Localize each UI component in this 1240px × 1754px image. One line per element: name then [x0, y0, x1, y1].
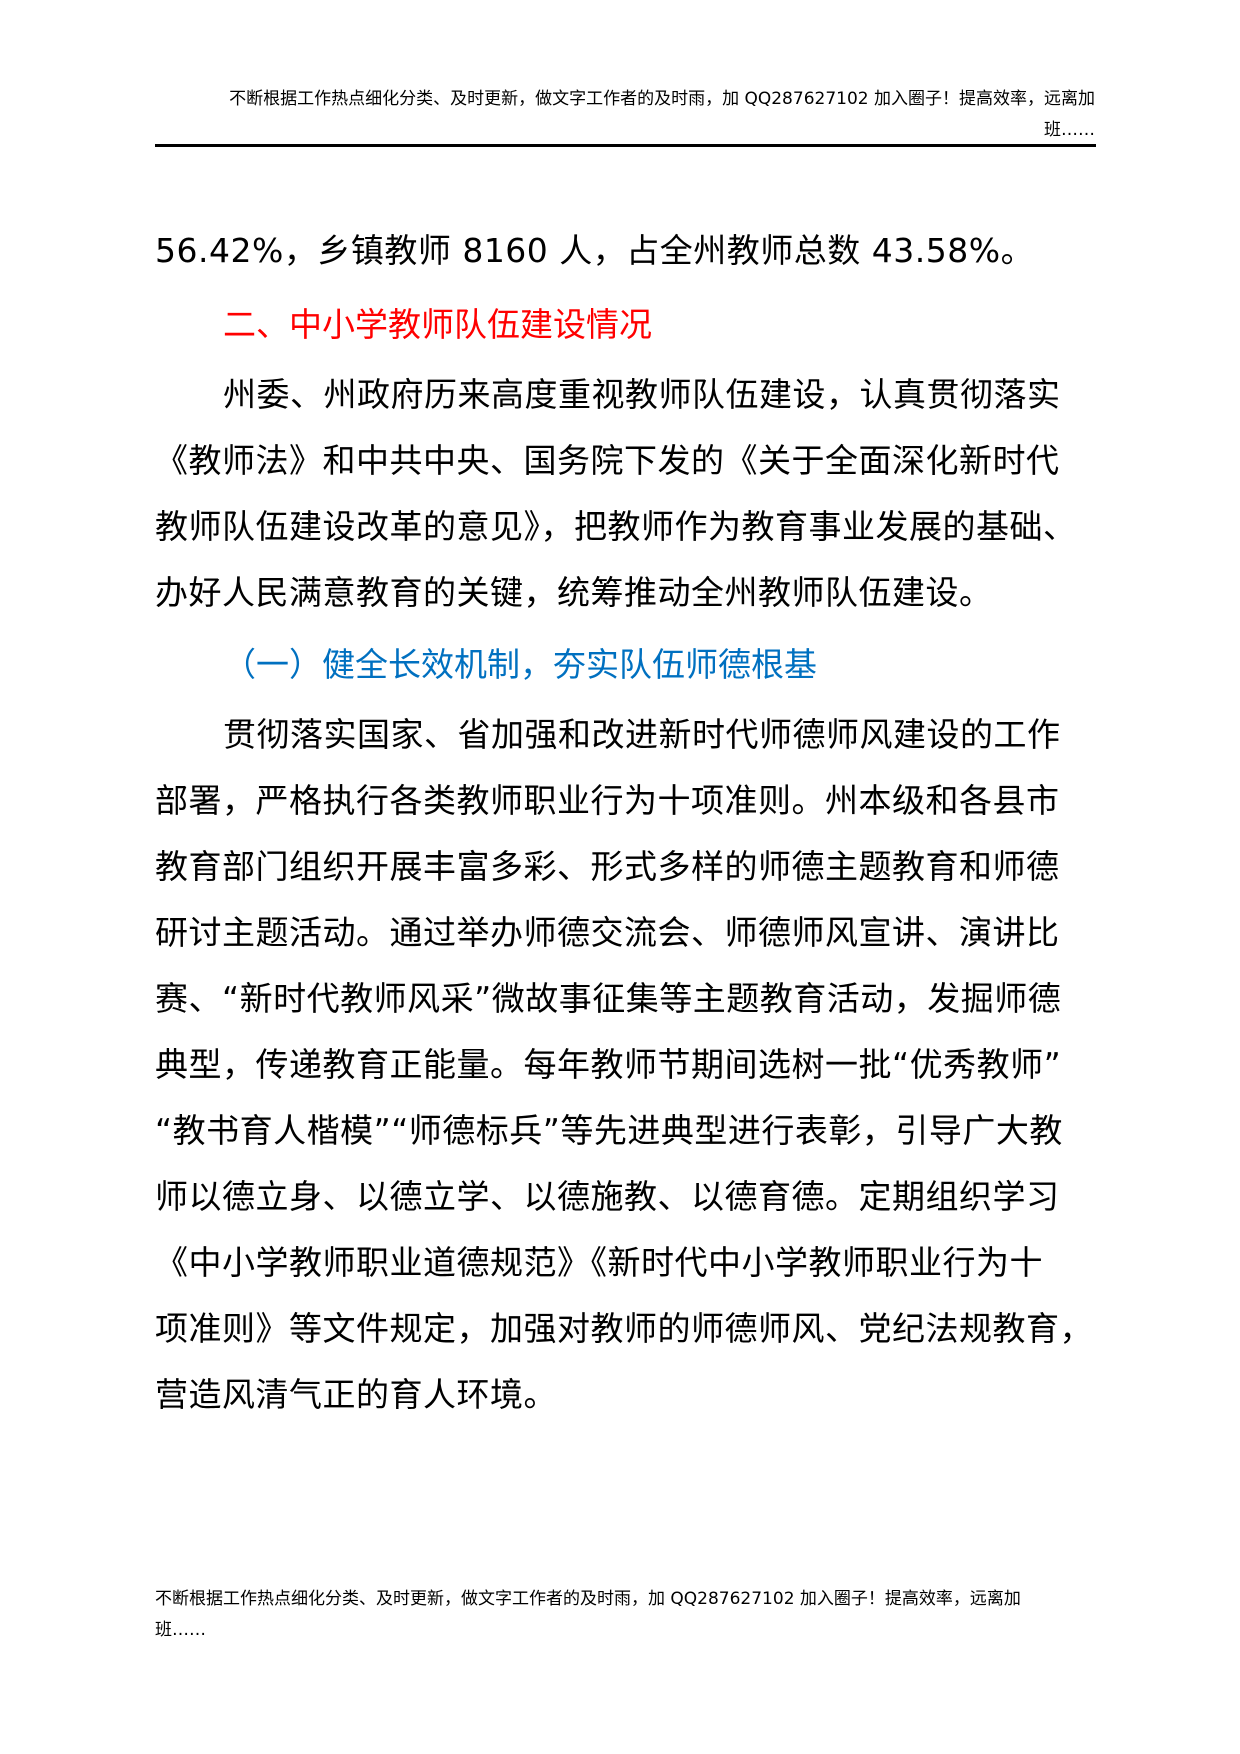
- paragraph-line: 贯彻落实国家、省加强和改进新时代师德师风建设的工作: [223, 715, 1061, 754]
- header-text-line2: 班……: [1044, 120, 1095, 140]
- subsection-heading: （一）健全长效机制，夯实队伍师德根基: [223, 645, 817, 684]
- paragraph-line: 营造风清气正的育人环境。: [155, 1375, 557, 1414]
- paragraph-line: 办好人民满意教育的关键，统筹推动全州教师队伍建设。: [155, 573, 993, 612]
- paragraph-line: 赛、“新时代教师风采”微故事征集等主题教育活动，发掘师德: [155, 979, 1062, 1018]
- header-text-line1: 不断根据工作热点细化分类、及时更新，做文字工作者的及时雨，加 QQ2876271…: [229, 89, 1095, 109]
- paragraph-line: 部署，严格执行各类教师职业行为十项准则。州本级和各县市: [155, 781, 1060, 820]
- paragraph-line: 师以德立身、以德立学、以德施教、以德育德。定期组织学习: [155, 1177, 1060, 1216]
- intro-paragraph: 州委、州政府历来高度重视教师队伍建设，认真贯彻落实 《教师法》和中共中央、国务院…: [155, 362, 1097, 626]
- footer-text-line1: 不断根据工作热点细化分类、及时更新，做文字工作者的及时雨，加 QQ2876271…: [155, 1589, 1021, 1609]
- header-divider: [155, 144, 1096, 147]
- paragraph-line: “教书育人楷模”“师德标兵”等先进典型进行表彰，引导广大教: [155, 1111, 1063, 1150]
- page-footer: 不断根据工作热点细化分类、及时更新，做文字工作者的及时雨，加 QQ2876271…: [155, 1584, 1095, 1646]
- paragraph-line: 典型，传递教育正能量。每年教师节期间选树一批“优秀教师”: [155, 1045, 1062, 1084]
- paragraph-line: 教师队伍建设改革的意见》，把教师作为教育事业发展的基础、: [155, 507, 1077, 546]
- paragraph-line: 教育部门组织开展丰富多彩、形式多样的师德主题教育和师德: [155, 847, 1060, 886]
- footer-text-line2: 班……: [155, 1620, 206, 1640]
- paragraph-line: 州委、州政府历来高度重视教师队伍建设，认真贯彻落实: [223, 375, 1061, 414]
- continuation-line: 56.42%，乡镇教师 8160 人，占全州教师总数 43.58%。: [155, 231, 1035, 270]
- paragraph-line: 《教师法》和中共中央、国务院下发的《关于全面深化新时代: [155, 441, 1060, 480]
- body-paragraph: 贯彻落实国家、省加强和改进新时代师德师风建设的工作 部署，严格执行各类教师职业行…: [155, 702, 1097, 1428]
- document-body: 56.42%，乡镇教师 8160 人，占全州教师总数 43.58%。 二、中小学…: [155, 218, 1097, 1428]
- section-heading: 二、中小学教师队伍建设情况: [223, 305, 652, 344]
- paragraph-line: 研讨主题活动。通过举办师德交流会、师德师风宣讲、演讲比: [155, 913, 1060, 952]
- paragraph-line: 《中小学教师职业道德规范》《新时代中小学教师职业行为十: [155, 1243, 1043, 1282]
- page-header: 不断根据工作热点细化分类、及时更新，做文字工作者的及时雨，加 QQ2876271…: [155, 84, 1095, 146]
- paragraph-line: 项准则》等文件规定，加强对教师的师德师风、党纪法规教育，: [155, 1309, 1093, 1348]
